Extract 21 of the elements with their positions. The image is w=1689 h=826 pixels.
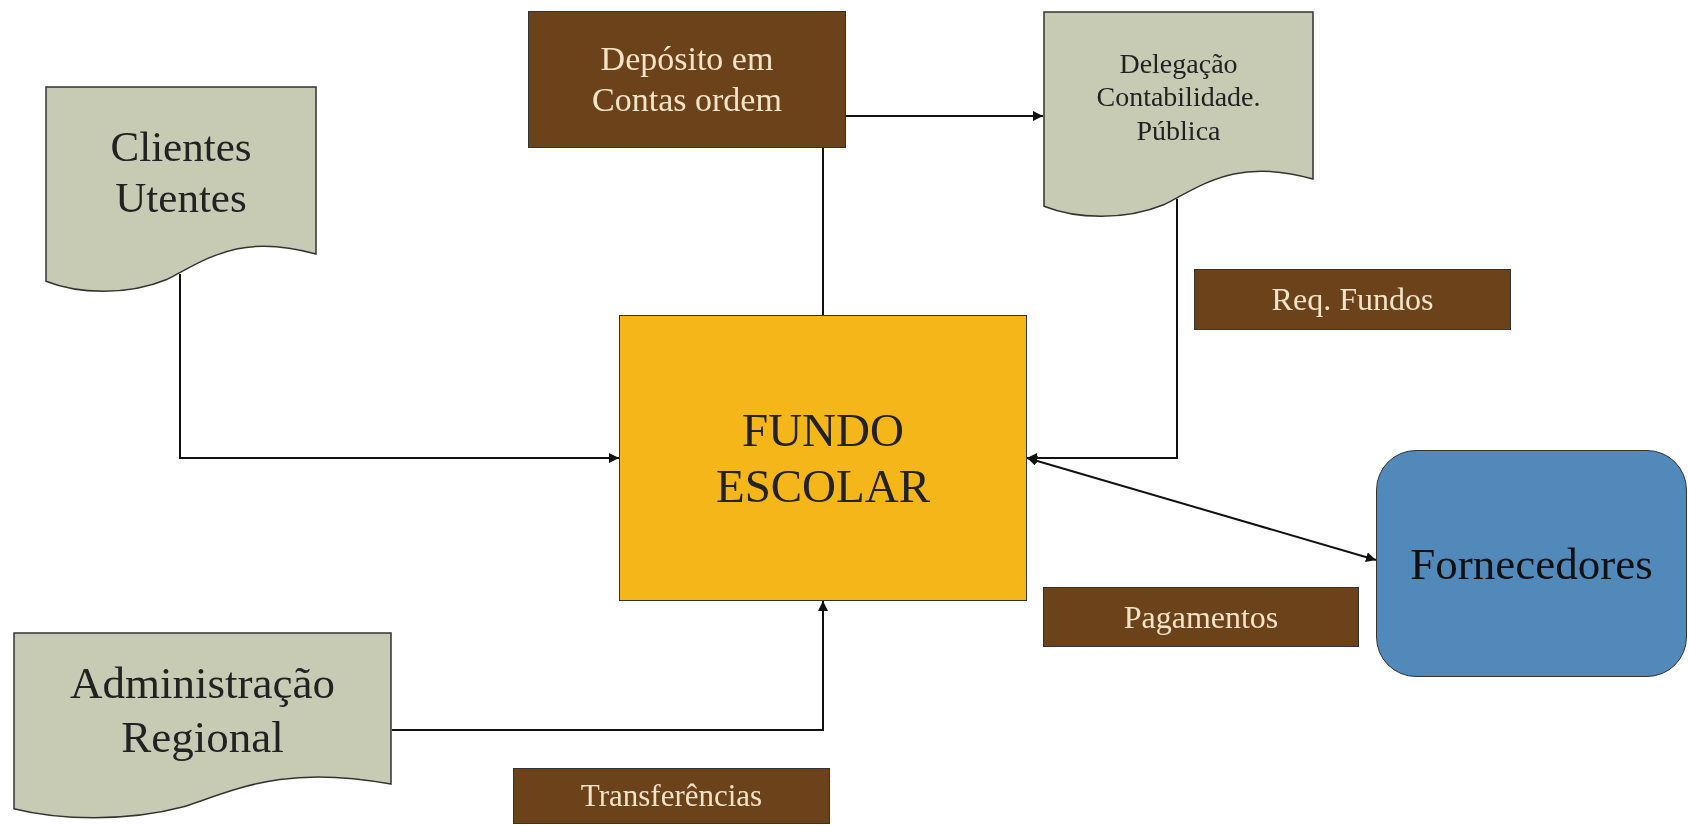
label-box <box>513 768 830 824</box>
connector-line <box>822 147 824 316</box>
node-label: Pagamentos <box>1123 597 1279 637</box>
node-label: Req. Fundos <box>1271 280 1434 319</box>
node-label: FUNDO ESCOLAR <box>714 402 932 514</box>
label-box <box>528 11 846 148</box>
node-label: Delegação Contabilidade. Pública <box>1095 46 1262 148</box>
node-label: Clientes Utentes <box>109 121 253 224</box>
arrow <box>179 273 620 463</box>
label-box <box>1043 587 1359 647</box>
node-label: Depósito em Contas ordem <box>591 38 783 120</box>
node-label: Administração Regional <box>69 656 336 764</box>
rounded-box <box>1376 450 1687 677</box>
arrow <box>845 111 1044 121</box>
node-label: Transferências <box>580 777 763 815</box>
label-box <box>1194 269 1511 330</box>
arrow <box>1026 198 1178 463</box>
arrow <box>1026 456 1377 562</box>
arrow <box>391 600 828 731</box>
node-label: Fornecedores <box>1410 537 1653 591</box>
process-box <box>619 315 1027 601</box>
